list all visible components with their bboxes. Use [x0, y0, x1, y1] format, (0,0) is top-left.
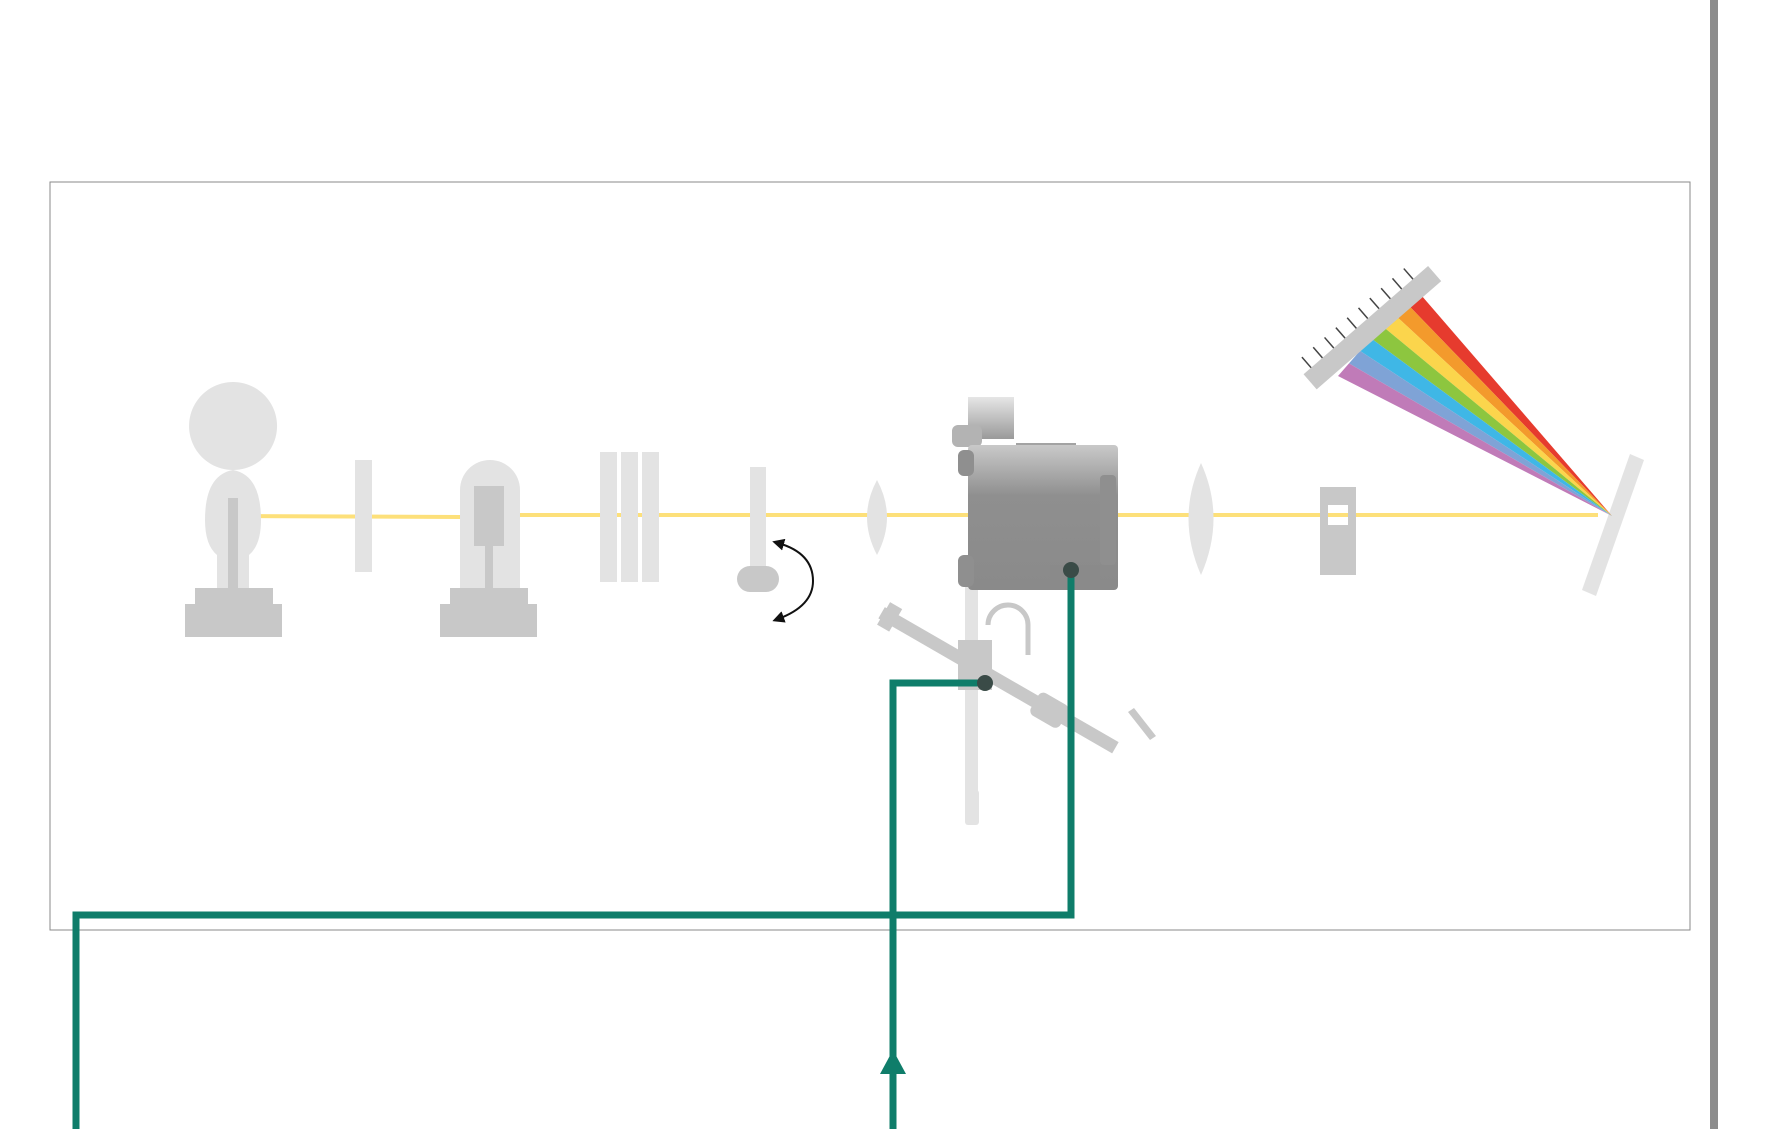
rotation-arrow-icon [772, 538, 815, 623]
up-arrow-icon [880, 1050, 906, 1074]
detector-pixel-tick [1312, 346, 1323, 359]
dispersed-spectrum [1338, 288, 1612, 516]
cell-outlet-node [1063, 562, 1079, 578]
hollow-lamp-icon [440, 460, 537, 637]
grating-mirror-icon [1582, 454, 1644, 596]
filter-plates-icon [600, 452, 659, 582]
detector-pixel-tick [1391, 277, 1403, 290]
flow-lines [72, 570, 1075, 1129]
detector-pixel-tick [1301, 356, 1312, 369]
detector-pixel-tick [1323, 336, 1335, 349]
spectrum-band [1404, 288, 1612, 516]
detector-pixel-tick [1357, 307, 1369, 319]
inlet-line [889, 679, 985, 1129]
detector-pixel-tick [1335, 327, 1346, 339]
focusing-lens-icon [867, 480, 887, 555]
spectrum-band [1371, 325, 1612, 516]
bench-frame [49, 181, 1691, 931]
detector-pixel-tick [1403, 268, 1414, 280]
injector-port-node [977, 675, 993, 691]
lamp-bulb-icon [185, 382, 282, 637]
diode-array-icon [1301, 266, 1442, 390]
spectrum-band [1360, 338, 1612, 516]
collimating-lens-icon [1188, 463, 1214, 575]
light-beam [235, 513, 1598, 519]
right-rail [1710, 0, 1718, 1129]
spectrum-band [1338, 363, 1612, 516]
rotating-paddle-icon [737, 467, 815, 623]
needle-arm-icon [877, 580, 1156, 825]
slit-plate-icon [355, 460, 372, 572]
spectrum-band [1382, 313, 1612, 516]
detector-pixel-tick [1369, 297, 1380, 310]
detector-pixel-tick [1380, 287, 1391, 300]
detector-pixel-tick [1346, 317, 1357, 329]
h-slit-icon [1320, 487, 1356, 575]
flow-cell-block-icon [952, 397, 1118, 590]
waste-line [72, 570, 1075, 1129]
spectrum-band [1349, 350, 1612, 516]
spectrum-band [1393, 300, 1612, 516]
